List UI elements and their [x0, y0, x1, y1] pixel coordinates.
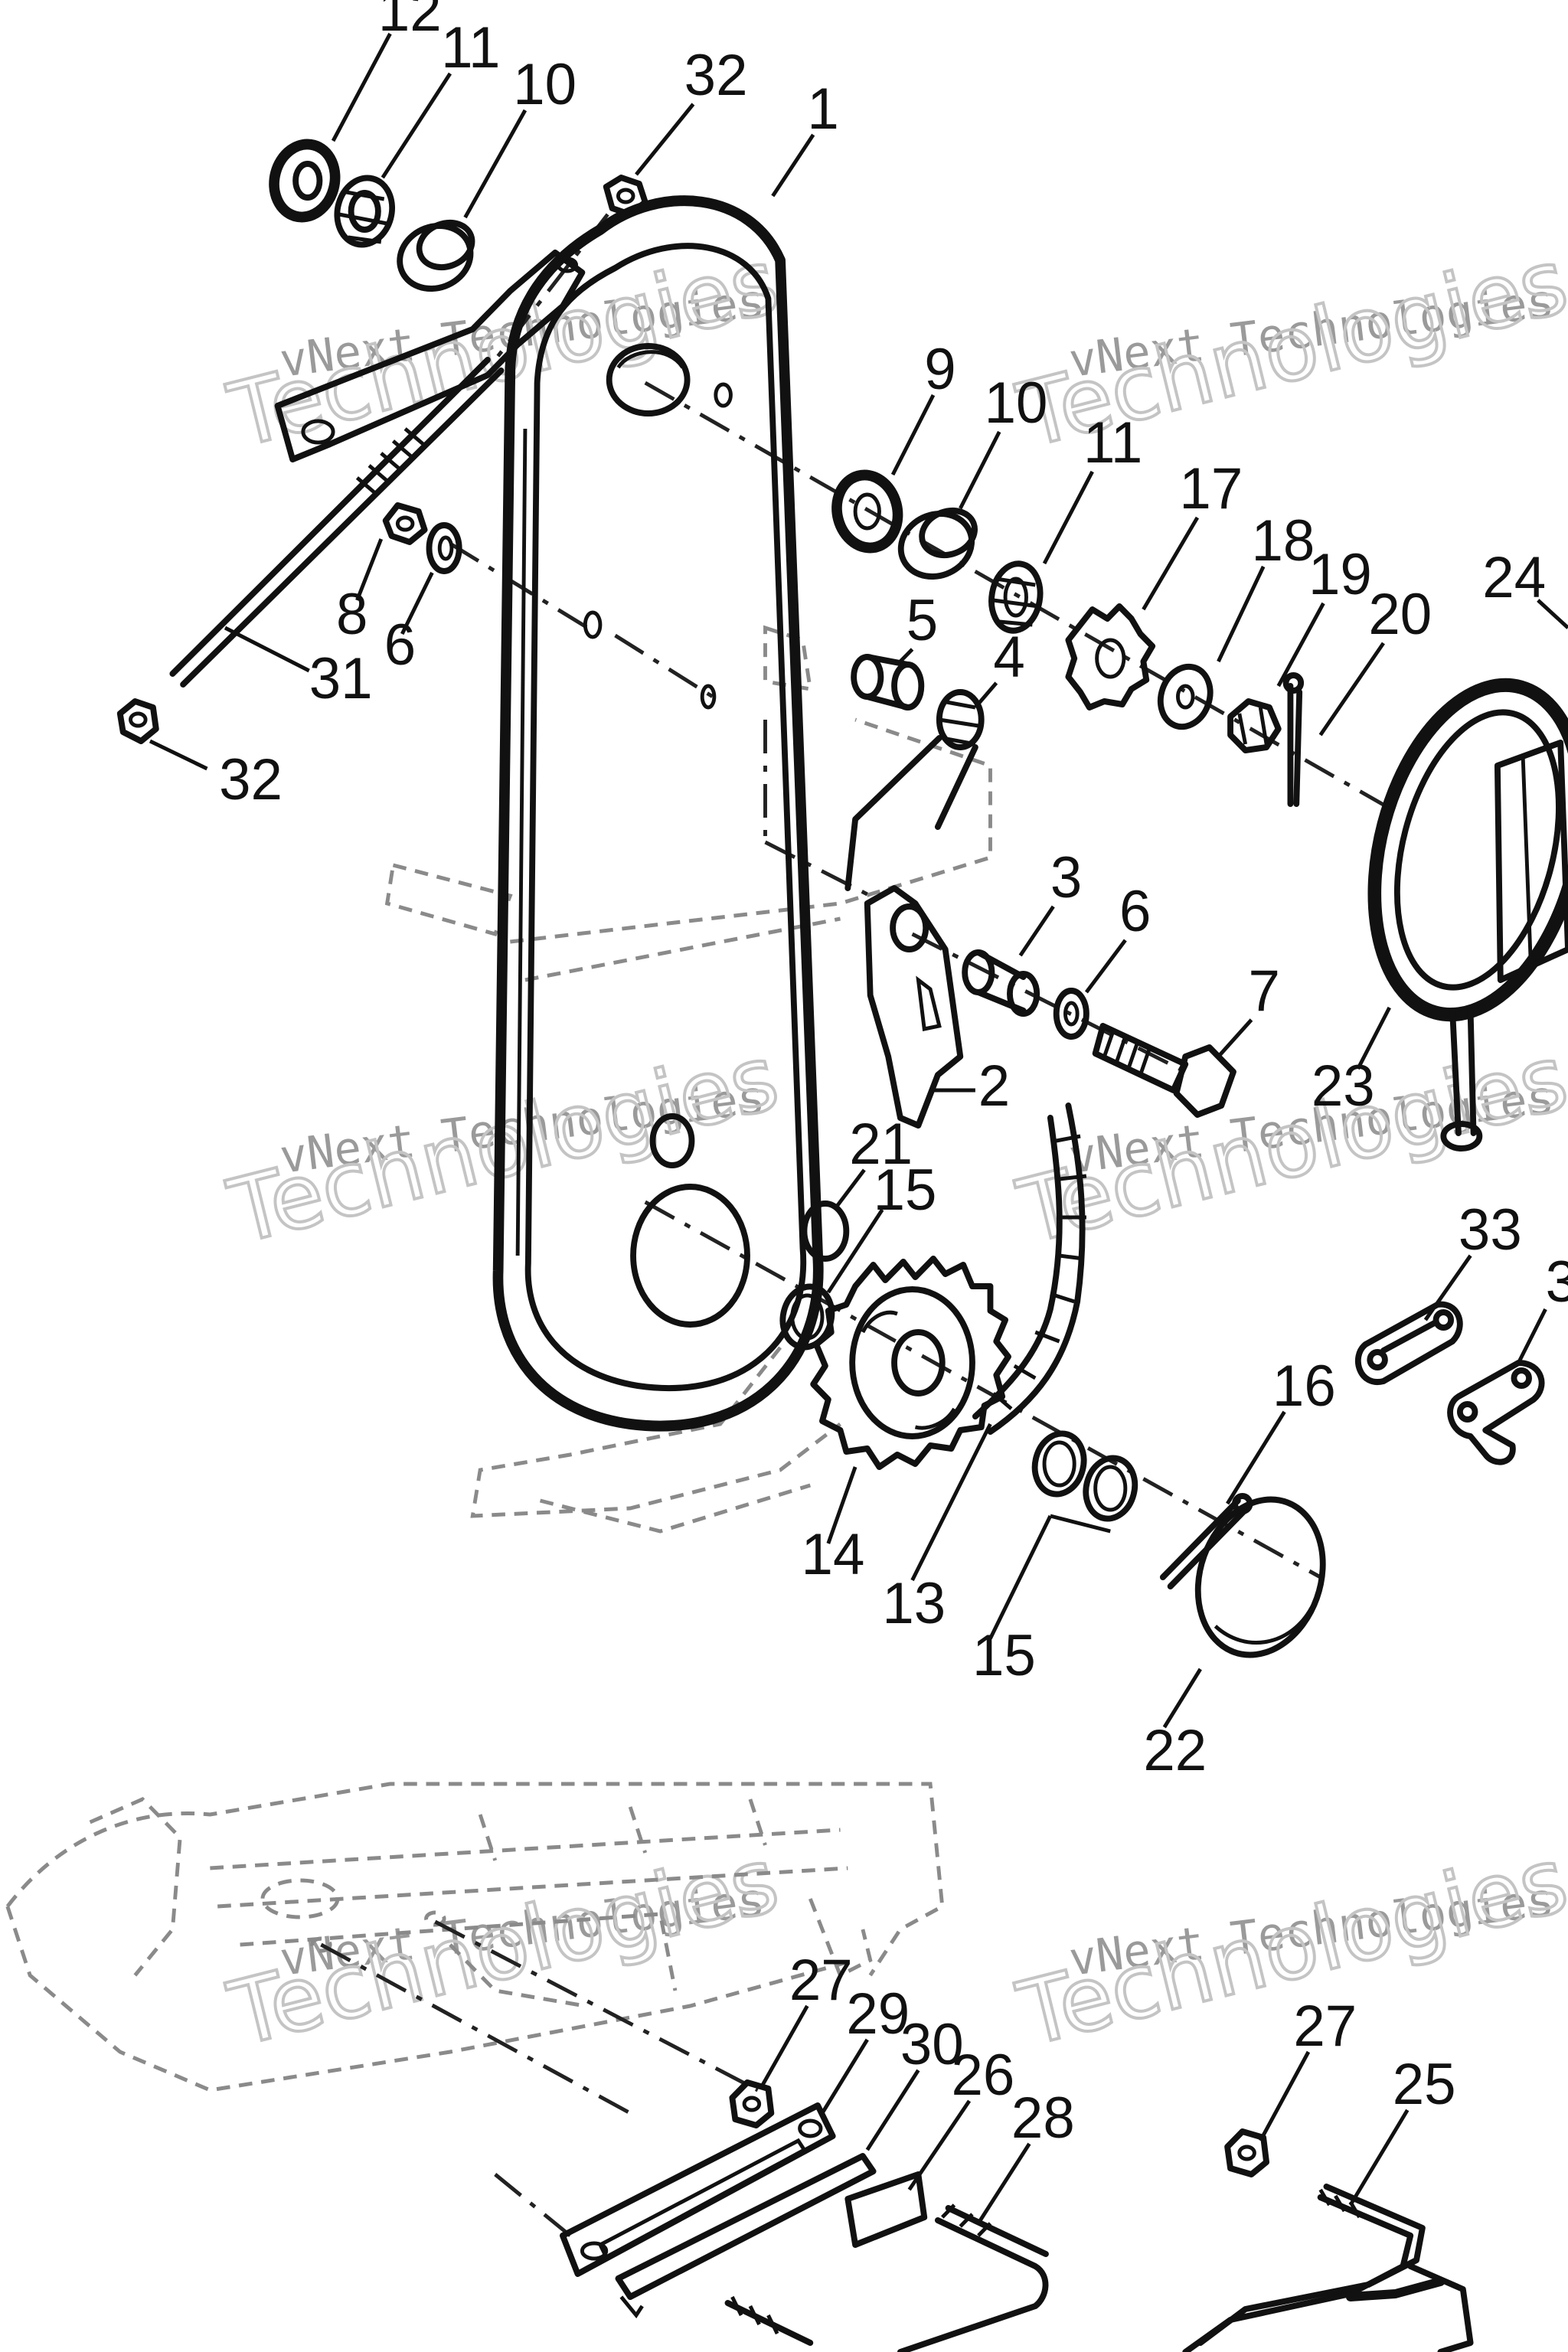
callout-26: 26 [952, 2042, 1015, 2107]
callout-8: 8 [336, 581, 368, 646]
part-11-bearing-middle [988, 560, 1044, 634]
callout-15-upper: 15 [874, 1157, 937, 1222]
part-34-offset-link [1447, 1360, 1545, 1465]
callout-23: 23 [1312, 1053, 1375, 1118]
callout-22: 22 [1143, 1717, 1207, 1782]
part-10-spacer-upper [397, 219, 475, 292]
part-26-plate [844, 2171, 928, 2248]
callout-24: 24 [1482, 544, 1546, 609]
callout-10-top: 10 [513, 51, 577, 116]
callout-14: 14 [802, 1521, 865, 1586]
callout-10-mid: 10 [985, 370, 1048, 435]
callout-27-left: 27 [789, 1947, 853, 2012]
ghost-chassis [5, 1782, 945, 2092]
part-3-spacer [962, 949, 1040, 1017]
callout-13: 13 [882, 1570, 946, 1635]
part-33-master-link [1355, 1301, 1463, 1386]
part-32-nut-lower [116, 698, 159, 744]
callout-1: 1 [807, 76, 838, 141]
callout-11-mid: 11 [1083, 410, 1142, 475]
part-28-u-bolt [724, 2203, 1049, 2352]
callout-33: 33 [1459, 1197, 1522, 1262]
callout-9: 9 [924, 336, 956, 401]
part-6-washer-upper [426, 522, 462, 574]
part-15-washer-upper [779, 1283, 835, 1351]
callout-2: 2 [978, 1053, 1010, 1118]
callout-20: 20 [1368, 581, 1432, 646]
part-27-nut-right [1224, 2128, 1269, 2177]
callout-12: 12 [378, 0, 442, 43]
callout-7: 7 [1249, 958, 1280, 1023]
callout-18: 18 [1251, 508, 1315, 573]
part-9-seal [831, 469, 903, 554]
callout-32-top: 32 [684, 42, 748, 107]
part-19-cotter-pin [1282, 672, 1305, 807]
part-7-bolt [1092, 1023, 1236, 1118]
callout-17: 17 [1179, 456, 1243, 521]
callout-15-lower: 15 [972, 1622, 1036, 1687]
part-25-bent-rod [1182, 2184, 1474, 2352]
part-18-washer [1157, 663, 1214, 730]
callout-16: 16 [1272, 1353, 1336, 1418]
callout-labels: 12 11 10 32 1 9 10 11 17 18 19 20 24 5 4… [219, 0, 1568, 2150]
leader-lines [149, 32, 1568, 2225]
callout-32-left: 32 [219, 746, 283, 812]
callout-6-left: 6 [384, 612, 416, 677]
watermark-1: vNext Technologies Technologies [218, 228, 789, 470]
callout-25: 25 [1393, 2051, 1456, 2116]
part-13-chain [972, 1102, 1087, 1435]
callout-30: 30 [900, 2011, 964, 2076]
part-1-chaincase [492, 195, 824, 1432]
part-29-slotted-bracket [560, 2102, 836, 2277]
part-21-plug [801, 1200, 850, 1262]
part-4-spring [844, 689, 985, 891]
callout-21: 21 [849, 1111, 913, 1176]
part-10-spacer-middle [897, 507, 978, 580]
part-2-idler-arm [864, 885, 964, 1129]
part-5-bushing [851, 654, 925, 710]
callout-5: 5 [906, 587, 938, 652]
part-17-sprocket-small [1065, 603, 1156, 710]
callout-6-right: 6 [1119, 878, 1151, 943]
part-14-sprocket-large [810, 1256, 1011, 1470]
callout-19: 19 [1308, 541, 1372, 606]
part-23-ring-housing [1367, 678, 1568, 1152]
svg-text:Technologies: Technologies [220, 230, 787, 469]
part-11-bearing-upper [334, 175, 396, 248]
callout-31: 31 [309, 645, 373, 710]
callout-34: 34 [1546, 1249, 1568, 1314]
callout-27-right: 27 [1293, 1993, 1357, 2058]
svg-text:Technologies: Technologies [1009, 1828, 1568, 2067]
callout-29: 29 [846, 1981, 910, 2046]
part-22-cap [1194, 1496, 1326, 1658]
part-8-nut [382, 502, 428, 545]
part-30-bar [615, 2153, 877, 2319]
part-6-washer-lower [1053, 988, 1089, 1040]
callout-3: 3 [1050, 844, 1082, 910]
watermark-6: vNext Technologies Technologies [1008, 1827, 1568, 2069]
part-castle-nut [1227, 698, 1282, 753]
callout-28: 28 [1011, 2085, 1075, 2150]
part-12-seal [269, 139, 341, 223]
part-15-washers-lower [1031, 1430, 1138, 1522]
part-27-nut-left [729, 2079, 775, 2128]
callout-4: 4 [993, 624, 1024, 689]
callout-11-top: 11 [441, 15, 500, 80]
